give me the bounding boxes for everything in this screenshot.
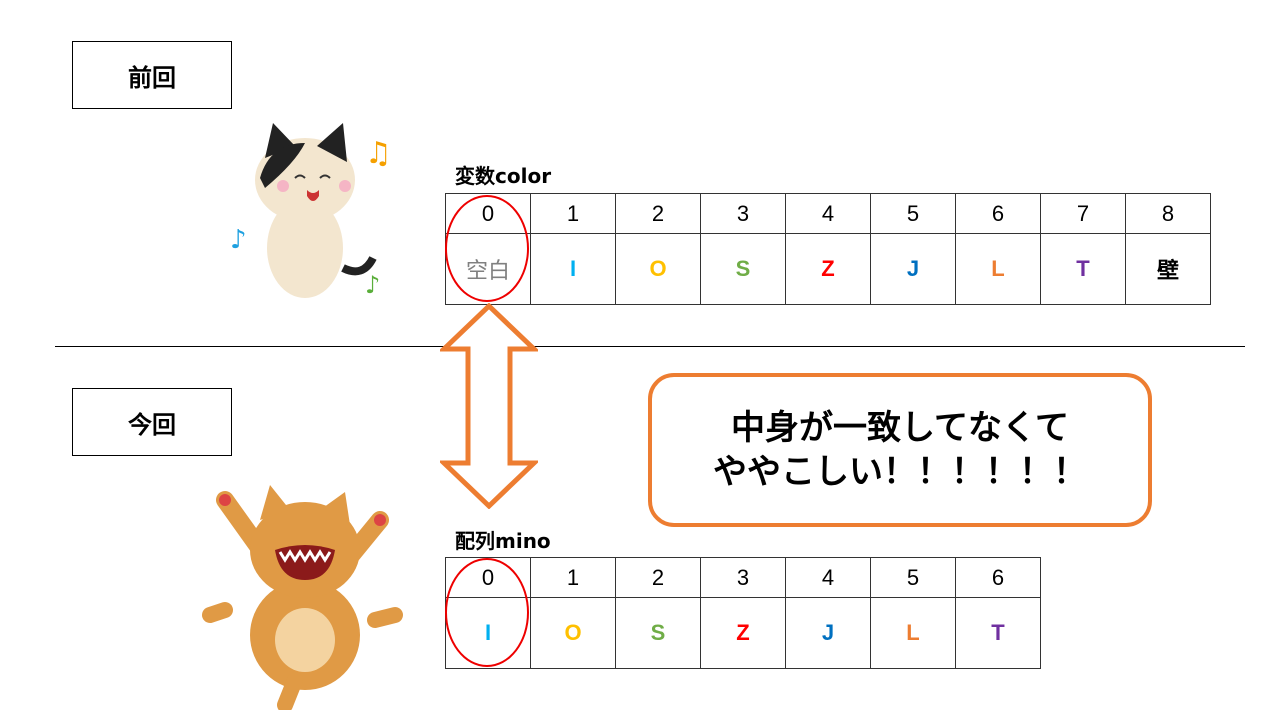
- color-table-title: 変数color: [455, 164, 552, 188]
- color_table-value-2: O: [615, 233, 701, 305]
- mino_table-index-4: 4: [785, 557, 871, 598]
- highlight-circle-mino-0: [445, 558, 529, 667]
- mino_table-value-4: J: [785, 597, 871, 669]
- mino_table-value-3: Z: [700, 597, 786, 669]
- curr-label-box: 今回: [72, 388, 232, 456]
- color_table-index-1: 1: [530, 193, 616, 234]
- mino_table-value-6: T: [955, 597, 1041, 669]
- color_table-value-7: T: [1040, 233, 1126, 305]
- prev-label: 前回: [128, 63, 176, 92]
- color_table-value-8: 壁: [1125, 233, 1211, 305]
- color_table-index-3: 3: [700, 193, 786, 234]
- mino_table-index-6: 6: [955, 557, 1041, 598]
- mino-table-title: 配列mino: [455, 529, 551, 553]
- color_table-index-7: 7: [1040, 193, 1126, 234]
- highlight-circle-color-0: [445, 195, 529, 302]
- mino_table-index-5: 5: [870, 557, 956, 598]
- color_table-value-3: S: [700, 233, 786, 305]
- prev-label-box: 前回: [72, 41, 232, 109]
- color_table-value-1: I: [530, 233, 616, 305]
- color_table-index-6: 6: [955, 193, 1041, 234]
- mino_table-value-1: O: [530, 597, 616, 669]
- svg-text:♪: ♪: [365, 271, 380, 299]
- curr-label: 今回: [128, 410, 176, 439]
- mino_table-value-5: L: [870, 597, 956, 669]
- callout-box: 中身が一致してなくて ややこしい！！！！！！: [648, 373, 1152, 527]
- color_table-index-8: 8: [1125, 193, 1211, 234]
- color_table-value-4: Z: [785, 233, 871, 305]
- callout-line2: ややこしい！！！！！！: [713, 452, 1087, 492]
- angry-cat-illustration: [202, 485, 403, 710]
- mino_table-index-2: 2: [615, 557, 701, 598]
- happy-cat-illustration: ♫ ♪ ♪: [230, 123, 392, 299]
- color_table-value-6: L: [955, 233, 1041, 305]
- mino_table-index-1: 1: [530, 557, 616, 598]
- color_table-index-4: 4: [785, 193, 871, 234]
- color_table-index-5: 5: [870, 193, 956, 234]
- mino_table-value-2: S: [615, 597, 701, 669]
- double-arrow-icon: [440, 303, 538, 509]
- mino_table-index-3: 3: [700, 557, 786, 598]
- callout-line1: 中身が一致してなくて: [731, 408, 1069, 448]
- color_table-value-5: J: [870, 233, 956, 305]
- svg-text:♪: ♪: [230, 225, 247, 255]
- divider-line: [55, 346, 1245, 347]
- svg-text:♫: ♫: [365, 136, 392, 171]
- color_table-index-2: 2: [615, 193, 701, 234]
